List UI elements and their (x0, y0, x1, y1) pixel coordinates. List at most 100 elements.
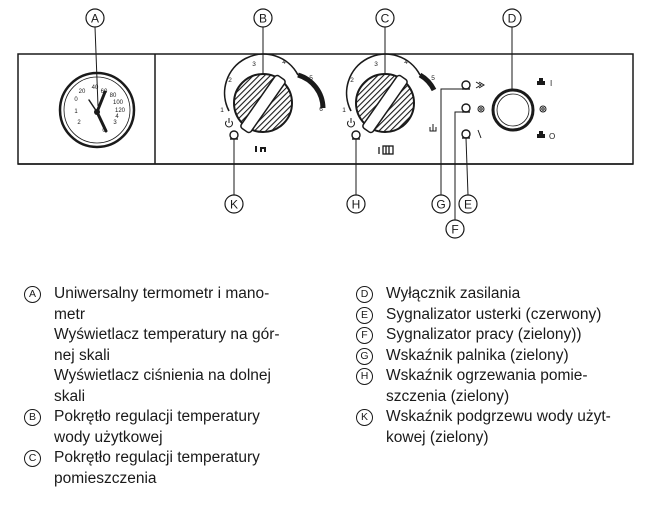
legend-text: pomieszczenia (54, 469, 157, 487)
svg-text:K: K (230, 198, 238, 212)
gauge-label: 2 (77, 120, 81, 126)
knob-b-scale: 2 (228, 77, 232, 84)
leader-line-f (454, 111, 462, 220)
burner-indicator-lamp (461, 80, 471, 90)
callout-c: C (375, 8, 395, 28)
legend-text: Wskaźnik palnika (zielony) (386, 346, 569, 364)
control-panel-diagram: 20 40 60 80 100 120 0 1 2 3 4 0 1 2 3 (17, 8, 634, 239)
hot-water-tap-icon (255, 146, 266, 152)
legend-text: Wyłącznik zasilania (386, 285, 521, 302)
svg-text:B: B (259, 12, 267, 26)
gauge-label: 20 (79, 89, 86, 95)
svg-text:H: H (352, 198, 361, 212)
gauge-label: 4 (115, 114, 119, 120)
callout-e: E (458, 194, 478, 214)
legend-key-badge: E (356, 306, 373, 324)
svg-text:C: C (381, 12, 390, 26)
legend-text: Pokrętło regulacji temperatury (54, 408, 260, 425)
legend-key-badge: K (356, 409, 373, 426)
leader-line-g (440, 88, 462, 195)
legend-text: Sygnalizator usterki (czerwony) (386, 305, 602, 323)
flame-symbol-icon (475, 81, 485, 89)
callout-b: B (253, 8, 273, 28)
legend-key-badge: H (356, 368, 373, 385)
power-switch[interactable] (491, 88, 535, 132)
gauge-label: 1 (74, 109, 78, 115)
legend-text: nej skali (54, 346, 110, 364)
svg-text:I: I (550, 79, 552, 88)
legend-entry-c: C Pokrętło regulacji temperatury pomiesz… (24, 448, 324, 489)
switch-standby-symbol (539, 105, 547, 113)
legend-text: Wyświetlacz temperatury na gór- (54, 326, 280, 343)
legend-key-badge: F (356, 327, 373, 344)
radiator-icon (378, 145, 394, 155)
power-symbol-icon (225, 118, 233, 128)
legend-text: metr (54, 305, 85, 323)
gauge-label: 0 (74, 97, 78, 103)
legend-left-column: A Uniwersalny termometr i mano- metr Wyś… (24, 284, 324, 489)
legend-key-badge: D (356, 286, 373, 303)
legend-key-badge: B (24, 409, 41, 426)
room-temperature-knob[interactable]: 1 2 3 4 5 (342, 53, 437, 155)
switch-on-symbol: I (537, 78, 552, 88)
leader-line-e (465, 137, 469, 196)
gauge-needle-pressure (95, 110, 108, 133)
svg-text:D: D (508, 12, 517, 26)
svg-text:E: E (464, 198, 472, 212)
knob-c-scale: 2 (350, 77, 354, 84)
operation-symbol-icon (477, 105, 485, 113)
hot-water-temperature-knob[interactable]: 1 2 3 4 5 6 (220, 53, 326, 152)
thermomanometer-gauge: 20 40 60 80 100 120 0 1 2 3 4 0 (58, 71, 136, 149)
gauge-label: 100 (113, 100, 124, 106)
panel-housing (17, 53, 634, 165)
legend-entry-f: F Sygnalizator pracy (zielony)) (356, 325, 652, 346)
legend-key-badge: A (24, 286, 41, 303)
legend-entry-a: A Uniwersalny termometr i mano- metr (24, 284, 324, 325)
gauge-label: 3 (113, 120, 117, 126)
callout-k: K (224, 194, 244, 214)
legend-entry-b: B Pokrętło regulacji temperatury wody uż… (24, 407, 324, 448)
legend-text: kowej (zielony) (386, 428, 489, 446)
knob-c-scale: 4 (404, 59, 408, 66)
legend-text: Wskaźnik ogrzewania pomie- (386, 367, 588, 384)
callout-g: G (431, 194, 451, 214)
fault-indicator-lamp (461, 129, 471, 139)
knob-b-scale: 4 (282, 59, 286, 66)
burner-mode-icon (429, 124, 437, 132)
gauge-label: 120 (115, 108, 126, 114)
knob-c-scale: 1 (342, 107, 346, 114)
legend-entry-g: G Wskaźnik palnika (zielony) (356, 346, 652, 367)
callout-d: D (502, 8, 522, 28)
knob-b-scale: 6 (319, 106, 323, 113)
room-heating-indicator-lamp (351, 130, 361, 140)
gauge-label: 80 (110, 93, 117, 99)
callout-f: F (445, 219, 465, 239)
operation-indicator-lamp (461, 103, 471, 113)
svg-text:A: A (91, 12, 99, 26)
callout-a: A (85, 8, 105, 28)
knob-b-scale: 1 (220, 107, 224, 114)
svg-text:G: G (436, 198, 445, 212)
callout-h: H (346, 194, 366, 214)
legend-right-column: D Wyłącznik zasilania E Sygnalizator ust… (356, 284, 652, 448)
legend-text: Pokrętło regulacji temperatury (54, 449, 260, 466)
switch-off-symbol: O (537, 131, 555, 141)
knob-b-scale: 5 (309, 75, 313, 82)
legend-text: wody użytkowej (54, 428, 163, 446)
legend-entry-d: D Wyłącznik zasilania (356, 284, 652, 305)
power-symbol-icon (347, 118, 355, 128)
knob-c-scale: 3 (374, 61, 378, 68)
legend-entry-a-upper-scale: Wyświetlacz temperatury na gór- nej skal… (24, 325, 324, 366)
gauge-label: 0 (102, 128, 106, 134)
svg-text:O: O (549, 132, 555, 141)
legend-text: skali (54, 387, 86, 405)
fault-symbol-icon (477, 129, 482, 139)
legend-entry-h: H Wskaźnik ogrzewania pomie- szczenia (z… (356, 366, 652, 407)
legend-key-badge: G (356, 347, 373, 365)
leader-line-a (94, 26, 99, 107)
legend-text: Wyświetlacz ciśnienia na dolnej (54, 367, 271, 384)
hot-water-indicator-lamp (229, 130, 239, 140)
gauge-needle-temperature (95, 90, 107, 114)
svg-text:F: F (451, 223, 458, 237)
legend-entry-k: K Wskaźnik podgrzewu wody użyt- kowej (z… (356, 407, 652, 448)
